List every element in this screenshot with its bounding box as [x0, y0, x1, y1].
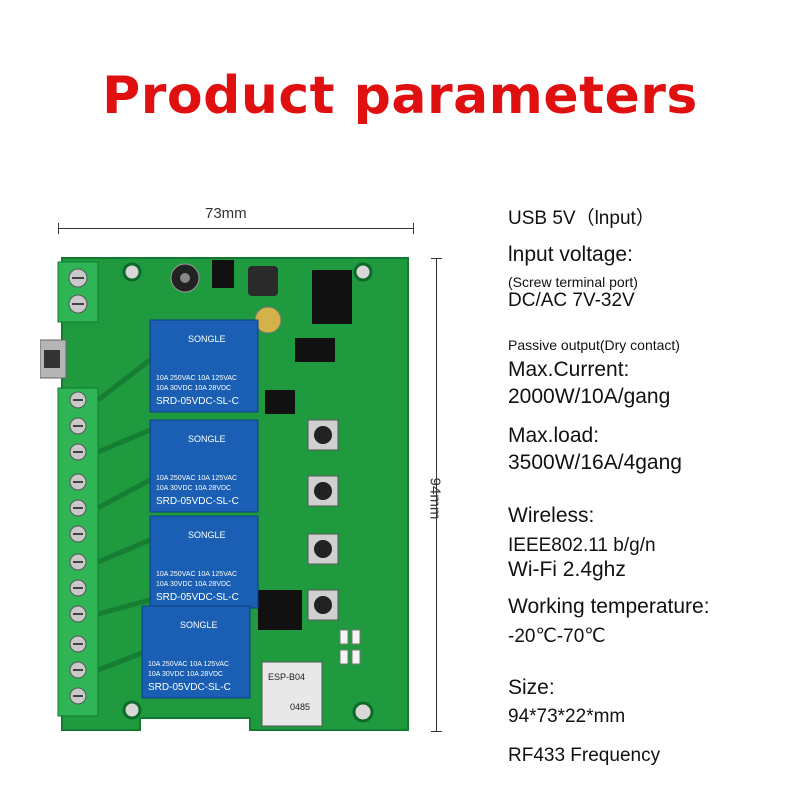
relay-4-icon: SONGLE 10A 250VAC 10A 125VAC 10A 30VDC 1…	[141, 605, 251, 699]
relay-brand-text: SONGLE	[188, 434, 226, 444]
max-current-label: Max.Current:	[508, 358, 630, 381]
working-temperature-label: Working temperature:	[508, 595, 710, 618]
max-load-label: Max.load:	[508, 424, 600, 447]
input-voltage-value: DC/AC 7V-32V	[508, 290, 635, 311]
screw-terminal-note: (Screw terminal port)	[508, 274, 638, 290]
working-temperature-value: -20℃-70℃	[508, 626, 606, 647]
max-load-value: 3500W/16A/4gang	[508, 451, 682, 474]
relay-1-icon: SONGLE 10A 250VAC 10A 125VAC 10A 30VDC 1…	[149, 319, 259, 413]
usb-input-spec: USB 5V（lnput）	[508, 208, 655, 229]
relay-rating-text: 10A 30VDC 10A 28VDC	[148, 671, 223, 678]
relay-board-image: SONGLE 10A 250VAC 10A 125VAC 10A 30VDC 1…	[40, 257, 409, 731]
width-dimension-label: 73mm	[205, 205, 247, 222]
relay-model-text: SRD-05VDC-SL-C	[148, 682, 231, 693]
passive-output-note: Passive output(Dry contact)	[508, 337, 680, 353]
page-title: Product parameters	[102, 66, 698, 126]
relay-brand-text: SONGLE	[188, 530, 226, 540]
relay-brand-text: SONGLE	[188, 334, 226, 344]
size-label: Size:	[508, 676, 555, 699]
height-dimension-line	[431, 258, 442, 732]
relay-3-icon: SONGLE 10A 250VAC 10A 125VAC 10A 30VDC 1…	[149, 515, 259, 609]
wifi-frequency: Wi-Fi 2.4ghz	[508, 558, 626, 581]
relay-rating-text: 10A 250VAC 10A 125VAC	[148, 661, 229, 668]
height-dimension-label: 94mm	[426, 477, 444, 520]
wifi-module-code: 0485	[290, 702, 310, 712]
size-value: 94*73*22*mm	[508, 706, 626, 727]
relay-model-text: SRD-05VDC-SL-C	[156, 396, 239, 407]
relay-model-text: SRD-05VDC-SL-C	[156, 592, 239, 603]
relay-rating-text: 10A 250VAC 10A 125VAC	[156, 571, 237, 578]
relay-model-text: SRD-05VDC-SL-C	[156, 496, 239, 507]
relay-rating-text: 10A 30VDC 10A 28VDC	[156, 485, 231, 492]
relay-rating-text: 10A 30VDC 10A 28VDC	[156, 581, 231, 588]
relay-rating-text: 10A 250VAC 10A 125VAC	[156, 375, 237, 382]
relay-rating-text: 10A 30VDC 10A 28VDC	[156, 385, 231, 392]
relay-rating-text: 10A 250VAC 10A 125VAC	[156, 475, 237, 482]
relay-2-icon: SONGLE 10A 250VAC 10A 125VAC 10A 30VDC 1…	[149, 419, 259, 513]
max-current-value: 2000W/10A/gang	[508, 385, 671, 408]
relay-brand-text: SONGLE	[180, 620, 218, 630]
wifi-module-text: ESP-B04	[268, 672, 305, 682]
width-dimension-line	[58, 223, 414, 234]
rf-frequency: RF433 Frequency	[508, 745, 661, 766]
wifi-standard: IEEE802.11 b/g/n	[508, 535, 656, 556]
input-voltage-label: lnput voltage:	[508, 243, 633, 266]
wireless-label: Wireless:	[508, 504, 595, 527]
